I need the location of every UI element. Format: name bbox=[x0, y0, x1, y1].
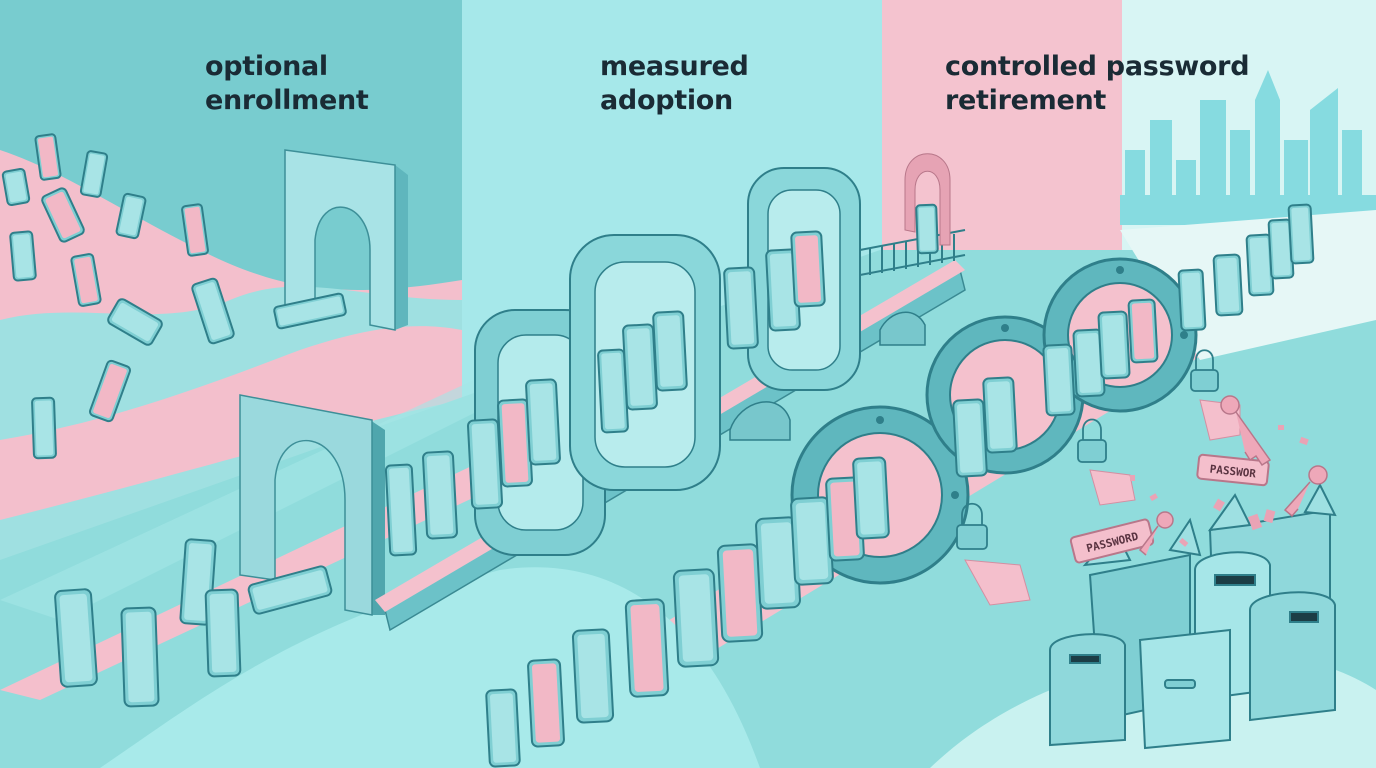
phone bbox=[2, 168, 30, 205]
phone bbox=[486, 689, 520, 766]
phone bbox=[853, 457, 889, 539]
phone bbox=[674, 569, 719, 667]
phone bbox=[386, 464, 417, 555]
stage-label-line: optional bbox=[205, 50, 368, 84]
phone bbox=[1098, 311, 1129, 378]
phone bbox=[468, 419, 503, 508]
phone bbox=[55, 589, 98, 687]
phone bbox=[32, 398, 56, 459]
phone bbox=[1213, 254, 1242, 315]
mailbox bbox=[1250, 592, 1335, 720]
stage-label-measured-adoption: measured adoption bbox=[600, 50, 749, 118]
phone bbox=[653, 311, 687, 390]
phone bbox=[718, 544, 763, 642]
stage-label-line: enrollment bbox=[205, 84, 368, 118]
phone bbox=[623, 324, 657, 409]
phone bbox=[1178, 269, 1205, 330]
phone bbox=[1128, 299, 1157, 362]
mailbox bbox=[1050, 634, 1125, 745]
stage-label-line: adoption bbox=[600, 84, 749, 118]
phone bbox=[983, 377, 1017, 452]
phone bbox=[528, 659, 564, 747]
stage-label-controlled-retirement: controlled password retirement bbox=[945, 50, 1249, 118]
stage-label-line: retirement bbox=[945, 84, 1249, 118]
phone bbox=[10, 231, 36, 281]
stage-label-optional-enrollment: optional enrollment bbox=[205, 50, 368, 118]
phone bbox=[206, 589, 241, 676]
stage-label-line: controlled password bbox=[945, 50, 1249, 84]
mailbox bbox=[1140, 630, 1230, 748]
phone bbox=[626, 599, 669, 697]
phone bbox=[916, 205, 938, 254]
phone bbox=[724, 267, 758, 348]
phone bbox=[526, 379, 560, 464]
phone bbox=[953, 399, 987, 476]
phone bbox=[1288, 204, 1313, 263]
phone bbox=[121, 607, 158, 706]
stage-label-line: measured bbox=[600, 50, 749, 84]
phone bbox=[598, 349, 628, 432]
phone bbox=[573, 629, 614, 723]
phone bbox=[423, 451, 457, 538]
phone bbox=[1043, 344, 1075, 415]
phone bbox=[791, 231, 825, 306]
